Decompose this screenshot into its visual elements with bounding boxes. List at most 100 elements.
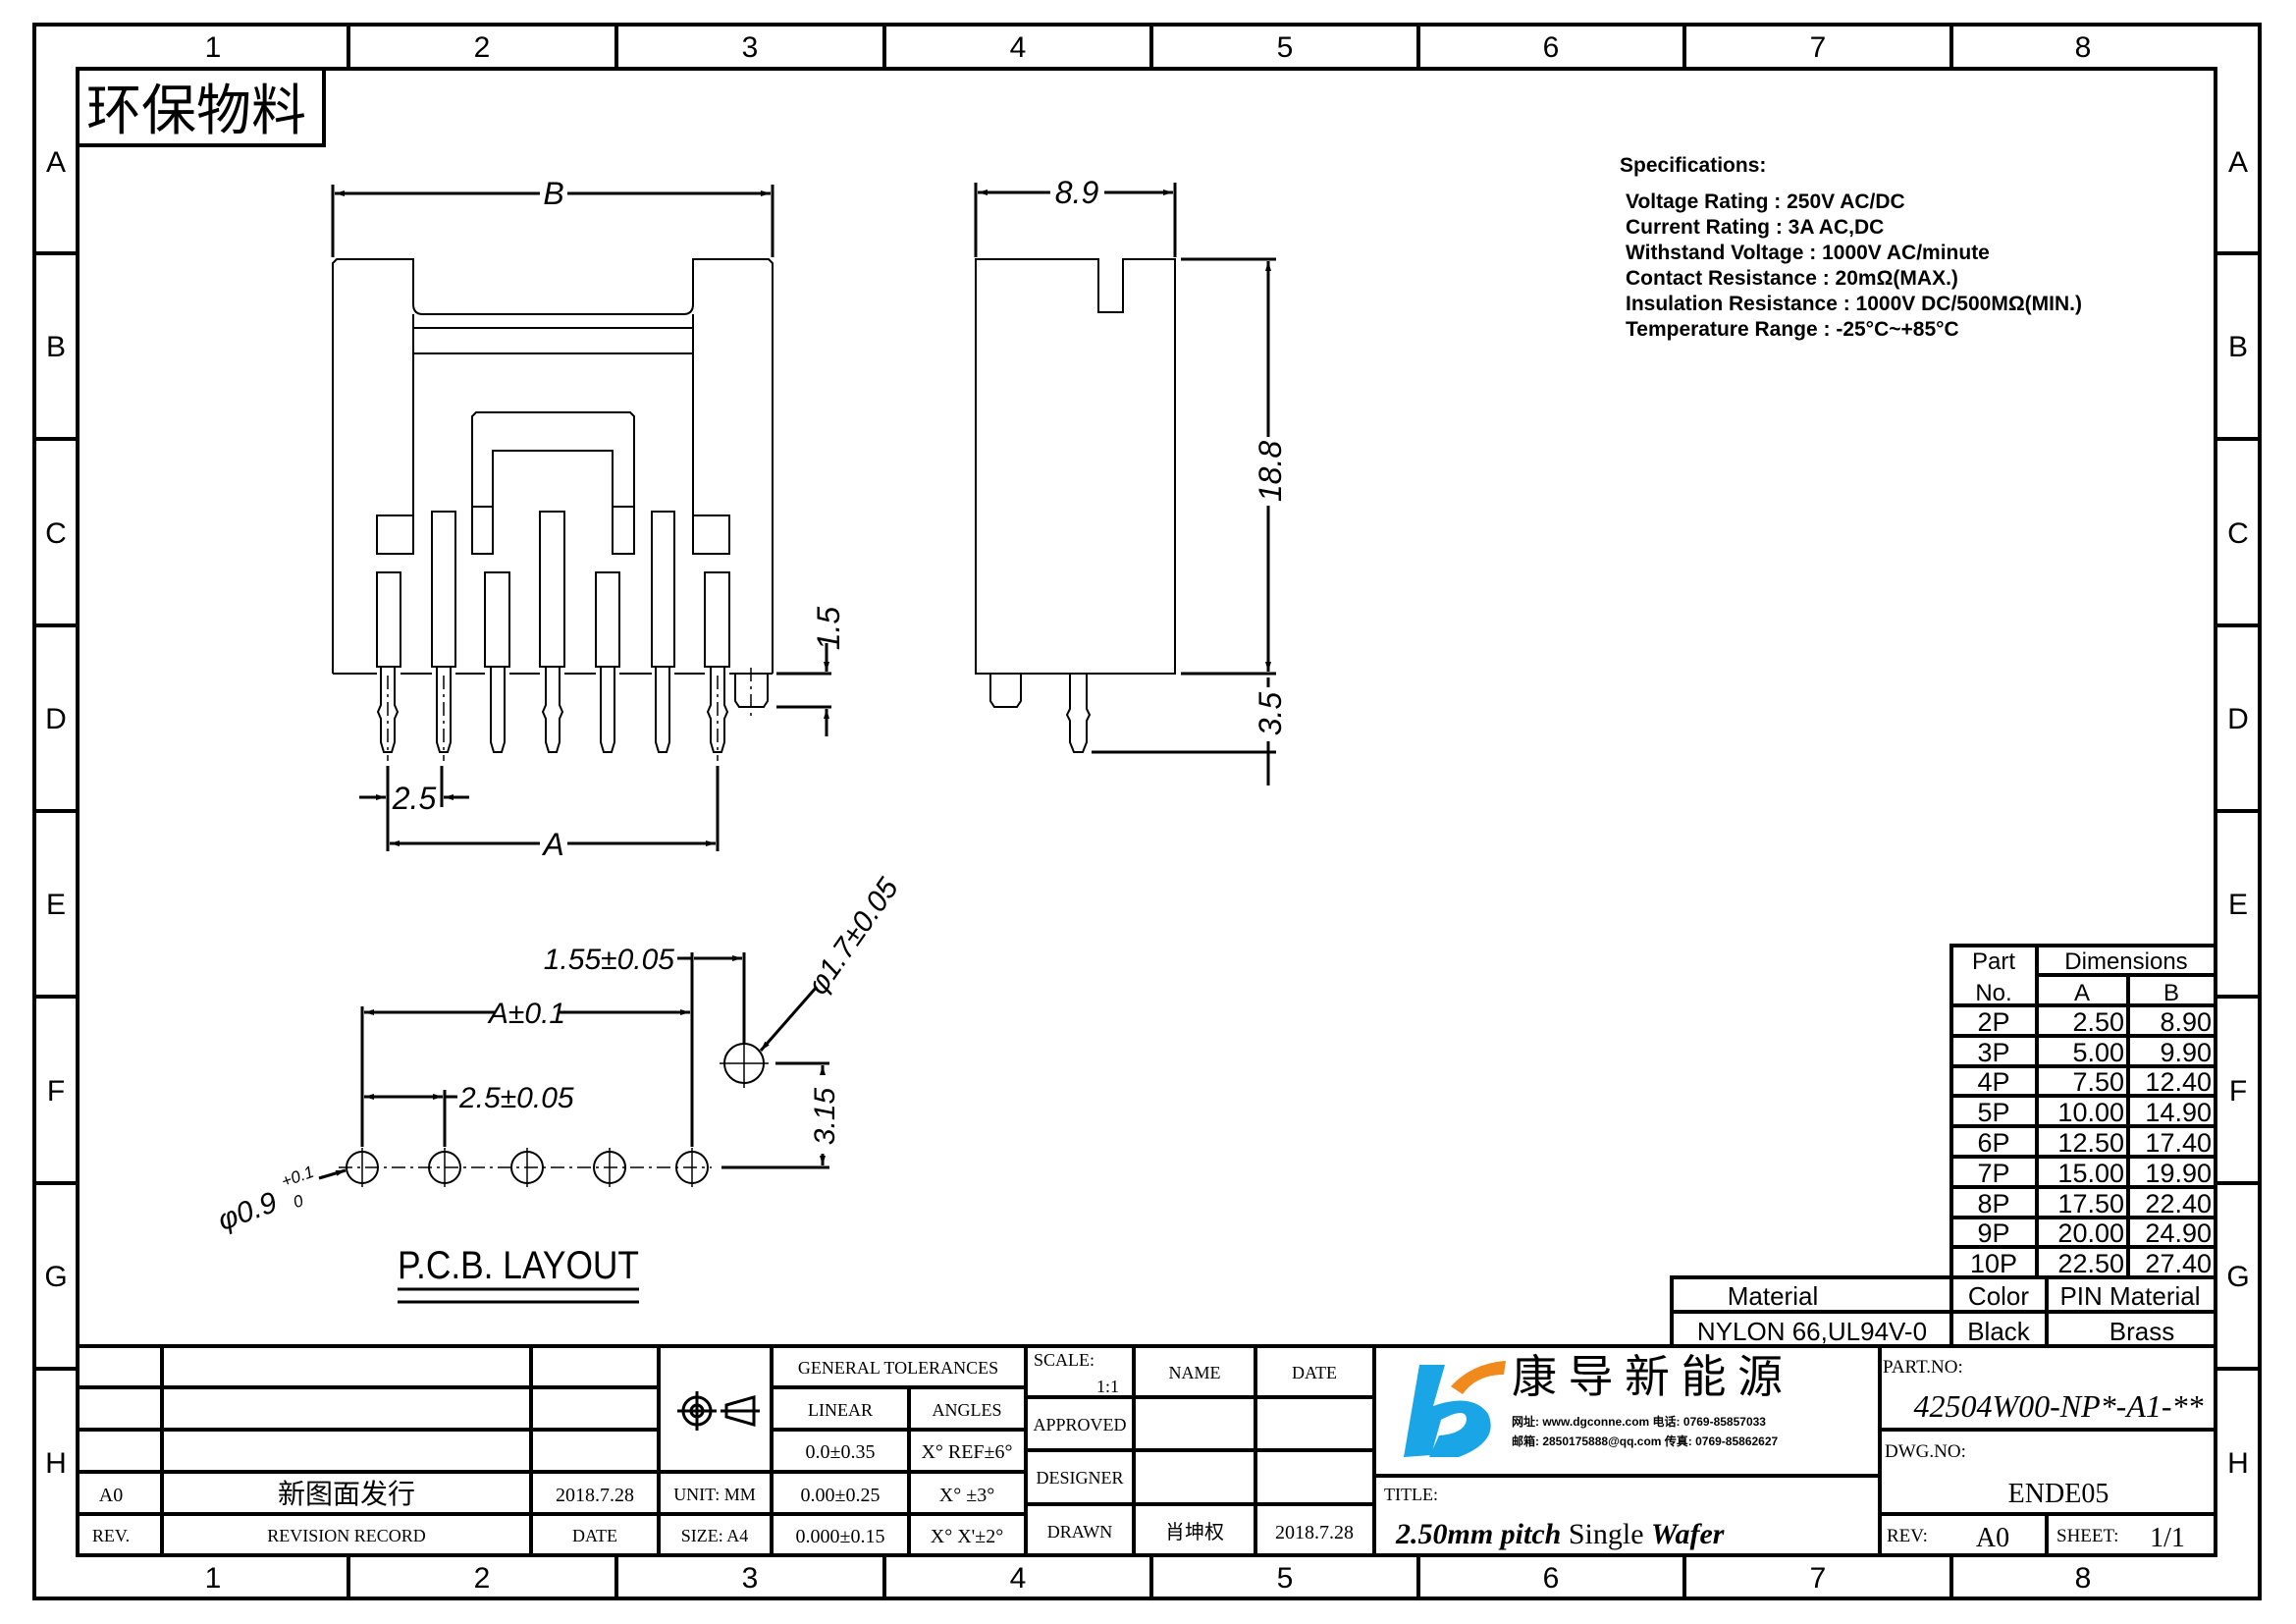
row-label: B (2228, 331, 2248, 363)
drawn-label: DRAWN (1047, 1522, 1113, 1542)
column-label: 7 (1810, 31, 1827, 64)
table-cell-part: 2P (1977, 1007, 2009, 1037)
dim-pitch-label: 2.5±0.05 (458, 1082, 574, 1114)
column-label: 1 (205, 31, 222, 64)
title-label: TITLE: (1384, 1485, 1438, 1504)
dim-span-label: A±0.1 (487, 998, 565, 1030)
table-cell-a: 17.50 (2057, 1189, 2124, 1218)
approved-label: APPROVED (1033, 1415, 1126, 1435)
column-label: 4 (1010, 31, 1027, 64)
table-cell-a: 20.00 (2057, 1218, 2124, 1248)
table-cell-part: 10P (1970, 1249, 2017, 1278)
column-label: 5 (1277, 1562, 1294, 1595)
row-label: A (46, 146, 66, 179)
hole-small-label: φ0.9 (214, 1186, 282, 1237)
column-label: 6 (1543, 1562, 1560, 1595)
sheet-value: 1/1 (2150, 1523, 2185, 1553)
company-name: 康 导 新 能 源 (1512, 1352, 1783, 1402)
row-label: A (2228, 146, 2248, 179)
table-cell-b: 27.40 (2145, 1249, 2212, 1278)
table-cell-part: 6P (1977, 1128, 2009, 1158)
table-cell-a: 2.50 (2072, 1007, 2124, 1037)
pin-material-label: PIN Material (2059, 1281, 2200, 1311)
material-label: Material (1728, 1281, 1818, 1311)
linear-tolerance: 0.0±0.35 (806, 1441, 876, 1463)
color-label: Color (1968, 1281, 2029, 1311)
col-b-header: B (2163, 980, 2179, 1006)
dimensions-header: Dimensions (2064, 948, 2187, 975)
row-label: B (46, 331, 66, 363)
revision-record-header: REVISION RECORD (267, 1526, 426, 1545)
table-cell-b: 24.90 (2145, 1218, 2212, 1248)
drawing-title: 2.50mm pitch Single Wafer (1395, 1518, 1725, 1550)
date-header: DATE (572, 1526, 617, 1545)
pcb-layout: A±0.1 1.55±0.05 2.5±0.05 3.15 φ1.7±0.05 … (214, 872, 905, 1304)
table-cell-a: 5.00 (2072, 1038, 2124, 1067)
specifications-heading: Specifications: (1620, 154, 1766, 177)
linear-tolerance: 0.000±0.15 (796, 1526, 885, 1547)
angle-tolerance: X° ±3° (939, 1485, 994, 1506)
column-label: 2 (474, 1562, 491, 1595)
dimension-table: Part No. Dimensions A B 2P 3P 4P 5P 6P 7… (1670, 944, 2217, 1348)
table-cell-part: 9P (1977, 1218, 2009, 1248)
eco-material-stamp: 环保物料 (76, 67, 326, 147)
dim-peg-label: 1.5 (811, 607, 846, 651)
pin-slots (376, 511, 730, 668)
table-cell-part: 8P (1977, 1189, 2009, 1218)
column-label: 8 (2075, 1562, 2092, 1595)
scale-value: 1:1 (1096, 1377, 1119, 1396)
spec-line: Contact Resistance : 20mΩ(MAX.) (1626, 267, 1958, 290)
angle-tolerance: X° REF±6° (921, 1441, 1012, 1463)
dwg-number: ENDE05 (2008, 1479, 2109, 1509)
col-a-header: A (2074, 980, 2090, 1006)
revision-record: 新图面发行 (278, 1479, 415, 1510)
company-logo: 康 导 新 能 源 网址: www.dgconne.com 电话: 0769-8… (1404, 1352, 1783, 1457)
date-header: DATE (1292, 1363, 1337, 1382)
table-cell-a: 7.50 (2072, 1067, 2124, 1097)
row-label: E (46, 889, 66, 921)
dwg-no-label: DWG.NO: (1885, 1441, 1966, 1462)
table-cell-a: 22.50 (2057, 1249, 2124, 1278)
dim-pin-label: 3.5 (1253, 692, 1288, 736)
spec-line: Current Rating : 3A AC,DC (1626, 216, 1884, 239)
scale-label: SCALE: (1034, 1350, 1095, 1370)
column-label: 1 (205, 1562, 222, 1595)
revision-code: A0 (99, 1485, 123, 1506)
title-block: A0 新图面发行 2018.7.28 REV. REVISION RECORD … (78, 1344, 2216, 1555)
material-value: NYLON 66,UL94V-0 (1697, 1317, 1927, 1346)
row-label: H (2227, 1447, 2249, 1480)
row-label: D (2227, 703, 2249, 735)
spec-line: Voltage Rating : 250V AC/DC (1626, 190, 1905, 213)
column-label: 6 (1543, 31, 1560, 64)
row-label: C (2227, 517, 2249, 550)
spec-line: Withstand Voltage : 1000V AC/minute (1626, 242, 1990, 264)
rev-label: REV: (1887, 1526, 1928, 1546)
specifications: Specifications: Voltage Rating : 250V AC… (1620, 154, 2082, 341)
table-cell-b: 19.90 (2145, 1159, 2212, 1188)
sheet-label: SHEET: (2056, 1526, 2118, 1546)
drawing-frame: 1 2 3 4 5 6 7 8 1 2 3 4 5 6 7 8 A B C D … (32, 23, 2262, 1600)
table-cell-a: 15.00 (2057, 1159, 2124, 1188)
angle-tolerance: X° X'±2° (931, 1526, 1003, 1547)
column-label: 8 (2075, 31, 2092, 64)
color-value: Black (1967, 1317, 2031, 1346)
table-cell-b: 9.90 (2160, 1038, 2212, 1067)
table-cell-b: 22.40 (2145, 1189, 2212, 1218)
linear-header: LINEAR (808, 1400, 873, 1420)
table-cell-a: 10.00 (2057, 1098, 2124, 1127)
row-label: G (2226, 1261, 2249, 1293)
table-cell-b: 14.90 (2145, 1098, 2212, 1127)
table-cell-b: 12.40 (2145, 1067, 2212, 1097)
spec-line: Temperature Range : -25°C~+85°C (1626, 318, 1959, 341)
row-label: C (45, 517, 67, 550)
pins (376, 667, 729, 753)
projection-symbol-icon (677, 1391, 760, 1431)
row-label: E (2228, 889, 2248, 921)
angles-header: ANGLES (933, 1400, 1002, 1420)
front-view: B 2.5 A 1.5 (331, 176, 846, 862)
hole-small-tol-lower: 0 (291, 1191, 306, 1212)
hole-small-tol-upper: +0.1 (279, 1163, 316, 1191)
table-cell-part: 7P (1977, 1159, 2009, 1188)
dim-b-label: B (543, 176, 563, 211)
